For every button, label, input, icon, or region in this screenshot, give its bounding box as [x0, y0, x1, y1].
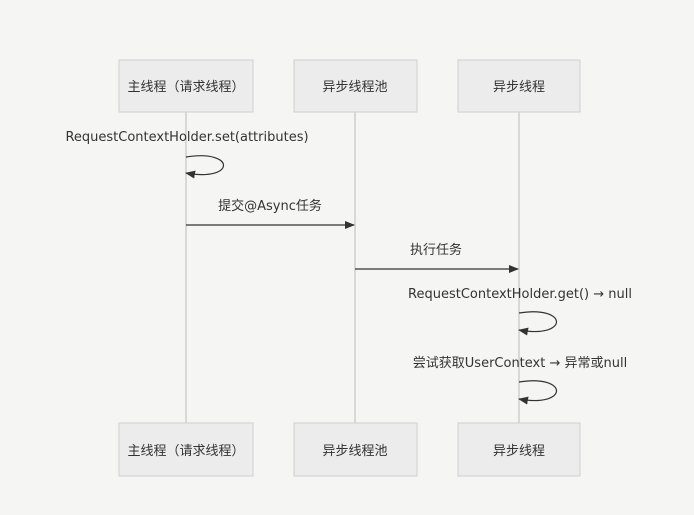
participant-label: 主线程（请求线程）	[127, 80, 244, 95]
participant-async-thread-bottom: 异步线程	[457, 422, 581, 477]
message-label: RequestContextHolder.set(attributes)	[65, 130, 308, 145]
self-call-arrow	[518, 311, 558, 336]
participant-main-thread-top: 主线程（请求线程）	[118, 59, 254, 113]
participant-async-pool-bottom: 异步线程池	[293, 422, 418, 477]
participant-async-thread-top: 异步线程	[457, 59, 581, 113]
participant-label: 主线程（请求线程）	[127, 444, 244, 459]
message-label: 提交@Async任务	[218, 198, 322, 214]
message-label: 尝试获取UserContext → 异常或null	[413, 356, 627, 371]
participant-main-thread-bottom: 主线程（请求线程）	[118, 422, 254, 477]
participant-label: 异步线程	[493, 444, 545, 459]
participant-async-pool-top: 异步线程池	[293, 59, 418, 113]
message-label: RequestContextHolder.get() → null	[408, 287, 632, 302]
participant-label: 异步线程池	[322, 444, 387, 459]
self-call-arrow	[185, 155, 225, 179]
participant-label: 异步线程池	[322, 80, 387, 95]
self-call-arrow	[518, 380, 558, 405]
message-label: 执行任务	[410, 242, 462, 258]
participant-label: 异步线程	[493, 80, 545, 95]
